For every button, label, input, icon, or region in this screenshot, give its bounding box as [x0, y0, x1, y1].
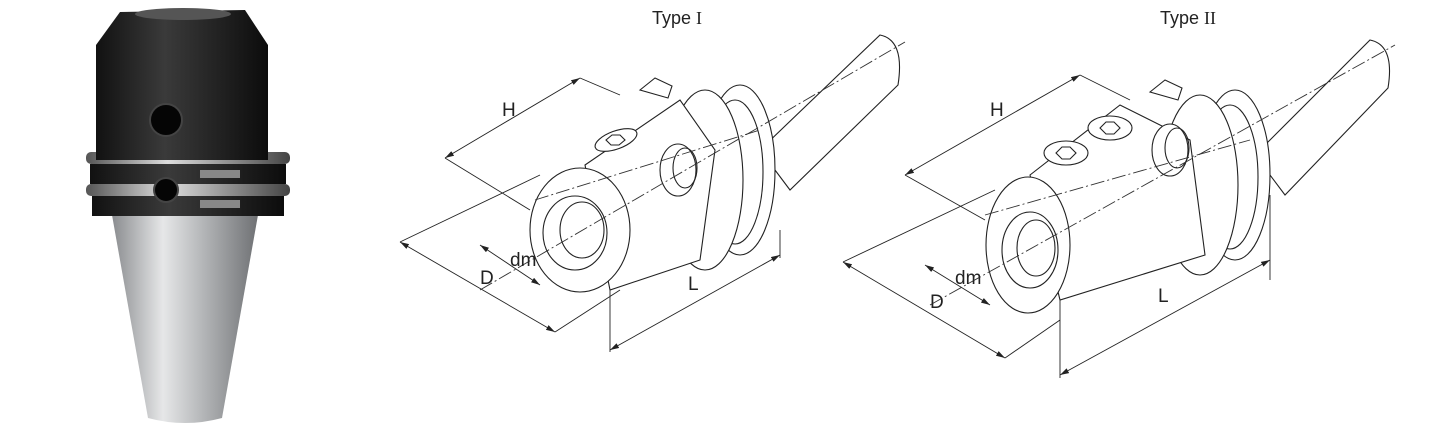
type-2-title: Type II: [1160, 8, 1216, 28]
type-2-label-dm: dm: [955, 268, 981, 289]
type-1-title: Type I: [652, 8, 702, 28]
type-2-drawing: Type II H D dm L: [842, 8, 1396, 378]
type-2-label-L: L: [1158, 286, 1169, 307]
type-1-label-D: D: [480, 268, 494, 289]
type-2-label-H: H: [990, 100, 1004, 121]
tool-holder-photo: [86, 8, 290, 423]
type-1-label-H: H: [502, 100, 516, 121]
type-2-label-D: D: [930, 292, 944, 313]
type-1-drawing: Type I H D dm L: [399, 8, 906, 352]
type-1-label-L: L: [688, 274, 699, 295]
type-1-label-dm: dm: [510, 250, 536, 271]
